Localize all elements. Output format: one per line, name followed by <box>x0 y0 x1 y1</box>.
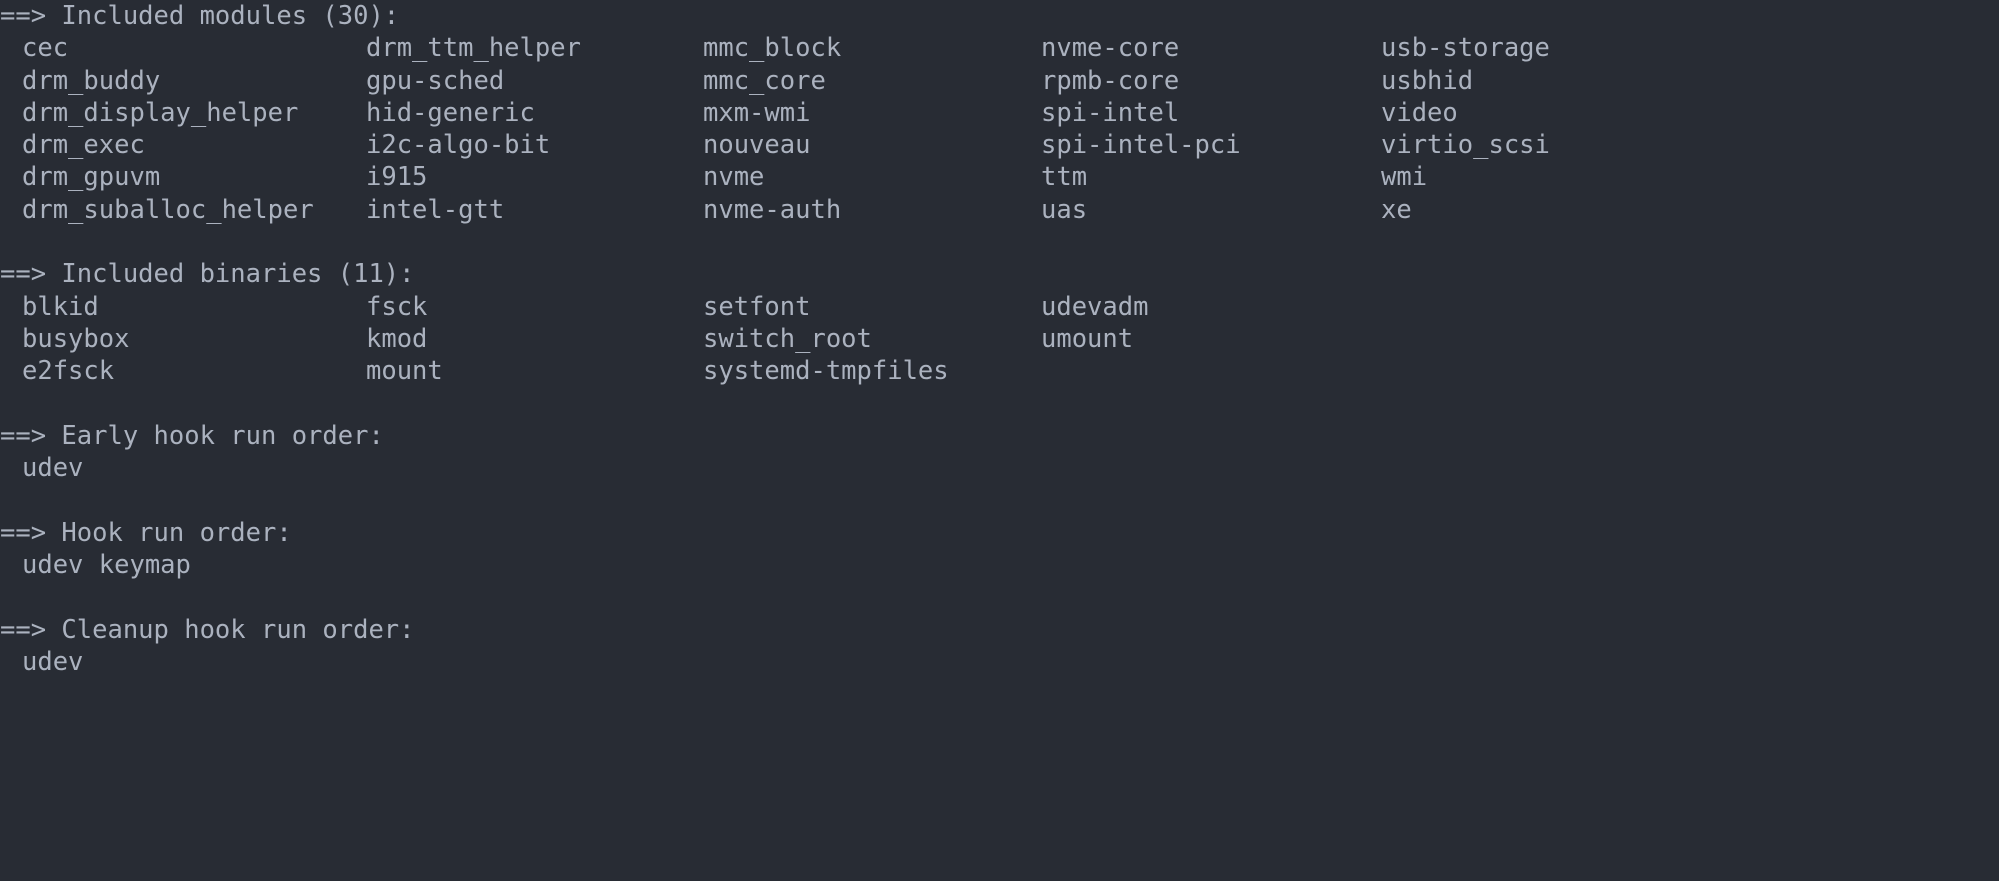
binary-item: udevadm <box>1041 291 1149 322</box>
module-item: ttm <box>1041 162 1088 193</box>
module-item: drm_exec <box>22 130 145 161</box>
module-item: drm_suballoc_helper <box>22 194 314 225</box>
binary-item: busybox <box>22 323 130 354</box>
module-item: virtio_scsi <box>1381 130 1550 161</box>
binary-item: mount <box>366 356 443 387</box>
module-item: cec <box>22 33 69 64</box>
module-item: spi-intel <box>1041 97 1180 128</box>
module-item: mxm-wmi <box>703 97 811 128</box>
module-item: drm_display_helper <box>22 97 299 128</box>
binary-item: systemd-tmpfiles <box>703 356 949 387</box>
module-item: video <box>1381 97 1458 128</box>
module-item: drm_gpuvm <box>22 162 161 193</box>
binary-item: blkid <box>22 291 99 322</box>
binary-row: e2fsck mount systemd-tmpfiles <box>0 355 1999 387</box>
module-item: nvme <box>703 162 765 193</box>
module-row: drm_gpuvm i915 nvme ttm wmi <box>0 161 1999 193</box>
section-heading-hook-run-order: ==> Hook run order: <box>0 517 292 548</box>
module-item: usbhid <box>1381 65 1474 96</box>
module-item: intel-gtt <box>366 194 505 225</box>
module-item: xe <box>1381 194 1412 225</box>
binary-item: fsck <box>366 291 428 322</box>
spacer-line <box>0 226 1999 258</box>
module-item: i915 <box>366 162 428 193</box>
module-item: gpu-sched <box>366 65 505 96</box>
module-item: mmc_core <box>703 65 826 96</box>
binary-item: e2fsck <box>22 356 115 387</box>
section-heading-included-binaries: ==> Included binaries (11): <box>0 259 415 290</box>
module-row: drm_exec i2c-algo-bit nouveau spi-intel-… <box>0 129 1999 161</box>
module-item: uas <box>1041 194 1088 225</box>
binary-item: umount <box>1041 323 1134 354</box>
module-row: drm_display_helper hid-generic mxm-wmi s… <box>0 97 1999 129</box>
cleanup-hook-list: udev <box>22 646 84 677</box>
module-item: usb-storage <box>1381 33 1550 64</box>
module-item: rpmb-core <box>1041 65 1180 96</box>
module-item: drm_buddy <box>22 65 161 96</box>
module-item: hid-generic <box>366 97 535 128</box>
binary-row: blkid fsck setfont udevadm <box>0 291 1999 323</box>
spacer-line <box>0 484 1999 516</box>
binary-item: kmod <box>366 323 428 354</box>
section-heading-cleanup-hook-run-order: ==> Cleanup hook run order: <box>0 614 415 645</box>
binary-item: setfont <box>703 291 811 322</box>
module-row: cec drm_ttm_helper mmc_block nvme-core u… <box>0 32 1999 64</box>
module-item: nvme-core <box>1041 33 1180 64</box>
module-item: nvme-auth <box>703 194 842 225</box>
binary-item: switch_root <box>703 323 872 354</box>
section-heading-included-modules: ==> Included modules (30): <box>0 1 400 31</box>
module-item: wmi <box>1381 162 1428 193</box>
module-row: drm_suballoc_helper intel-gtt nvme-auth … <box>0 194 1999 226</box>
hook-list: udev keymap <box>22 550 191 581</box>
spacer-line <box>0 388 1999 420</box>
module-item: i2c-algo-bit <box>366 130 551 161</box>
early-hook-list: udev <box>22 453 84 484</box>
module-item: mmc_block <box>703 33 842 64</box>
module-row: drm_buddy gpu-sched mmc_core rpmb-core u… <box>0 65 1999 97</box>
module-item: nouveau <box>703 130 811 161</box>
spacer-line <box>0 581 1999 613</box>
section-heading-early-hook-run-order: ==> Early hook run order: <box>0 420 384 451</box>
module-item: spi-intel-pci <box>1041 130 1241 161</box>
module-item: drm_ttm_helper <box>366 33 581 64</box>
binary-row: busybox kmod switch_root umount <box>0 323 1999 355</box>
